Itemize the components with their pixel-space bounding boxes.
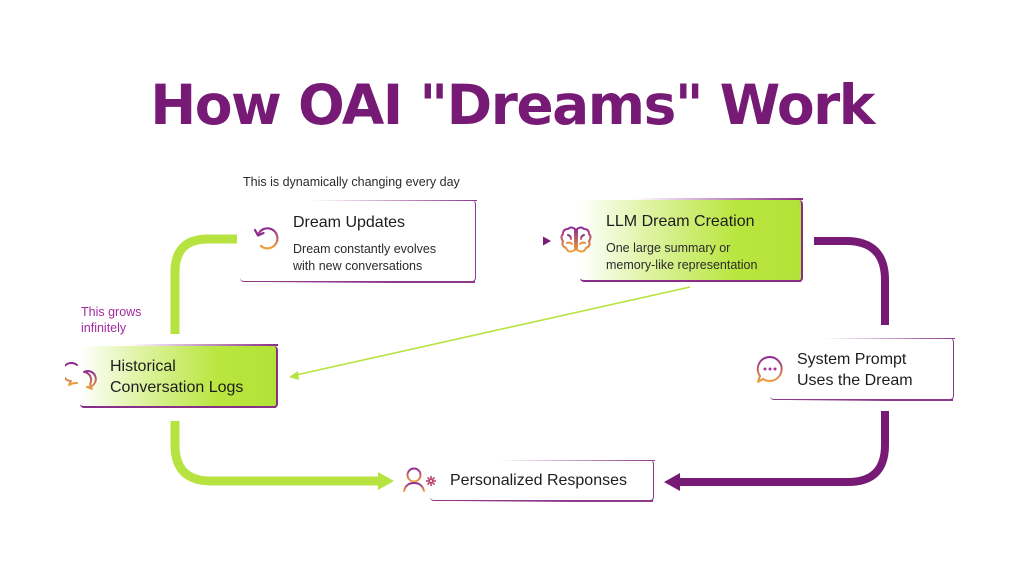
note-grows: This grows infinitely — [81, 305, 142, 335]
node-system-prompt[interactable]: System Prompt Uses the Dream — [770, 337, 955, 401]
node-title: Personalized Responses — [450, 472, 627, 489]
edge-system-to-personalized — [678, 411, 889, 486]
edge-historical-to-personalized — [170, 421, 380, 486]
arrowhead-system-to-personalized — [664, 473, 680, 491]
node-description-line2: with new conversations — [293, 259, 423, 273]
node-personalized-responses[interactable]: Personalized Responses — [430, 459, 655, 502]
node-title: Dream Updates — [293, 214, 406, 231]
chat-dots-icon — [755, 355, 785, 385]
brain-icon — [560, 225, 592, 255]
arrowhead-historical-to-personalized — [378, 472, 394, 490]
node-llm-dream-creation[interactable]: LLM Dream Creation One large summary or … — [580, 198, 803, 282]
node-title: LLM Dream Creation — [606, 213, 755, 230]
note-dynamic: This is dynamically changing every day — [243, 175, 460, 189]
page-title: How OAI "Dreams" Work — [150, 73, 875, 137]
node-historical-conversation-logs[interactable]: Historical Conversation Logs — [80, 344, 278, 408]
node-dream-updates[interactable]: Dream Updates Dream constantly evolves w… — [240, 199, 477, 283]
node-title-line2: Uses the Dream — [797, 372, 913, 389]
user-settings-icon — [402, 466, 438, 494]
edge-llm-to-historical — [295, 286, 691, 376]
node-description-line1: Dream constantly evolves — [293, 242, 437, 256]
refresh-icon — [252, 224, 282, 254]
node-title-line2: Conversation Logs — [110, 379, 244, 396]
edge-llm-to-system — [814, 237, 889, 325]
chat-bubbles-icon — [65, 362, 97, 392]
node-title-line1: Historical — [110, 358, 176, 375]
arrowhead-llm-to-historical — [289, 371, 299, 380]
edge-historical-to-updates — [170, 234, 237, 334]
node-title-line1: System Prompt — [797, 351, 907, 368]
node-description-line1: One large summary or — [606, 241, 731, 255]
node-description-line2: memory-like representation — [606, 258, 758, 272]
arrowhead-updates-to-llm — [543, 236, 551, 246]
